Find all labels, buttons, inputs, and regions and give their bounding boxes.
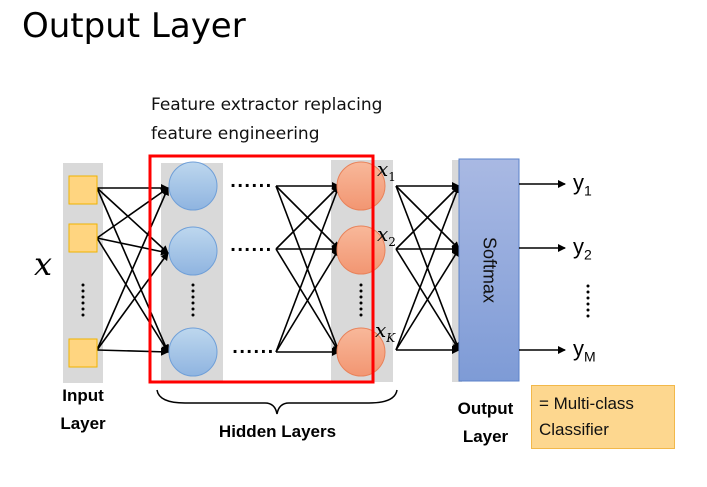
hidden-to-hidden-connections (275, 182, 341, 356)
classifier-line-1: = Multi-class (539, 394, 634, 413)
caption-line-2: feature engineering (151, 124, 320, 144)
output-layer-label: Output Layer (443, 395, 528, 451)
feature-label-xk-base: x (375, 318, 387, 342)
feature-label-x1: x1 (377, 157, 396, 184)
softmax-label: Softmax (479, 236, 500, 304)
input-to-hidden-connections (96, 184, 169, 356)
output-y2-sub: 2 (584, 246, 592, 263)
output-y1-sub: 1 (584, 182, 592, 199)
feature-label-xk-sub: K (386, 331, 396, 345)
input-node-2 (68, 223, 98, 253)
input-vertical-ellipsis (81, 283, 85, 317)
hidden-layer-1-vertical-ellipsis (191, 283, 195, 317)
output-y2: y2 (573, 234, 592, 262)
hidden-layer-1-node-1 (168, 161, 218, 211)
input-node-n (68, 338, 98, 368)
feature-extractor-highlight-box (148, 154, 375, 384)
feature-extractor-caption: Feature extractor replacing feature engi… (151, 91, 382, 149)
hidden-layers-brace (156, 389, 398, 415)
output-ym: yM (573, 336, 596, 364)
hidden-ellipsis-row-3: ...... (232, 338, 275, 357)
input-layer-label-line1: Input (62, 386, 104, 405)
feature-label-xk: xK (375, 318, 395, 345)
softmax-block (458, 158, 520, 382)
output-layer-label-line2: Layer (462, 427, 509, 446)
last-hidden-vertical-ellipsis (359, 283, 363, 317)
input-node-1 (68, 175, 98, 205)
hidden-to-output-connections (395, 182, 461, 354)
slide-title: Output Layer (22, 6, 246, 46)
output-arrows (519, 180, 566, 354)
output-y1: y1 (573, 170, 592, 198)
input-layer-label-line2: Layer (60, 414, 106, 433)
output-layer-label-line1: Output (457, 399, 514, 418)
feature-label-x1-sub: 1 (388, 170, 396, 184)
hidden-ellipsis-row-2: ...... (230, 236, 273, 255)
caption-line-1: Feature extractor replacing (151, 95, 383, 115)
hidden-layer-1-node-2 (168, 226, 218, 276)
hidden-layers-label: Hidden Layers (218, 422, 337, 441)
output-vertical-ellipsis (586, 284, 590, 318)
output-y2-base: y (573, 234, 584, 259)
output-column-bg (452, 160, 462, 382)
hidden-layer-1-node-n (168, 327, 218, 377)
classifier-line-2: Classifier (539, 420, 609, 439)
multi-class-classifier-box: = Multi-class Classifier (531, 385, 675, 449)
feature-label-x1-base: x (377, 157, 389, 181)
output-ym-base: y (573, 336, 584, 361)
feature-label-x2-base: x (377, 222, 389, 246)
feature-label-x2-sub: 2 (388, 235, 396, 249)
output-ym-sub: M (584, 348, 596, 365)
input-symbol-x: x (34, 245, 53, 283)
feature-label-x2: x2 (377, 222, 396, 249)
output-y1-base: y (573, 170, 584, 195)
hidden-ellipsis-row-1: ...... (230, 172, 273, 191)
input-layer-label: Input Layer (48, 382, 118, 438)
